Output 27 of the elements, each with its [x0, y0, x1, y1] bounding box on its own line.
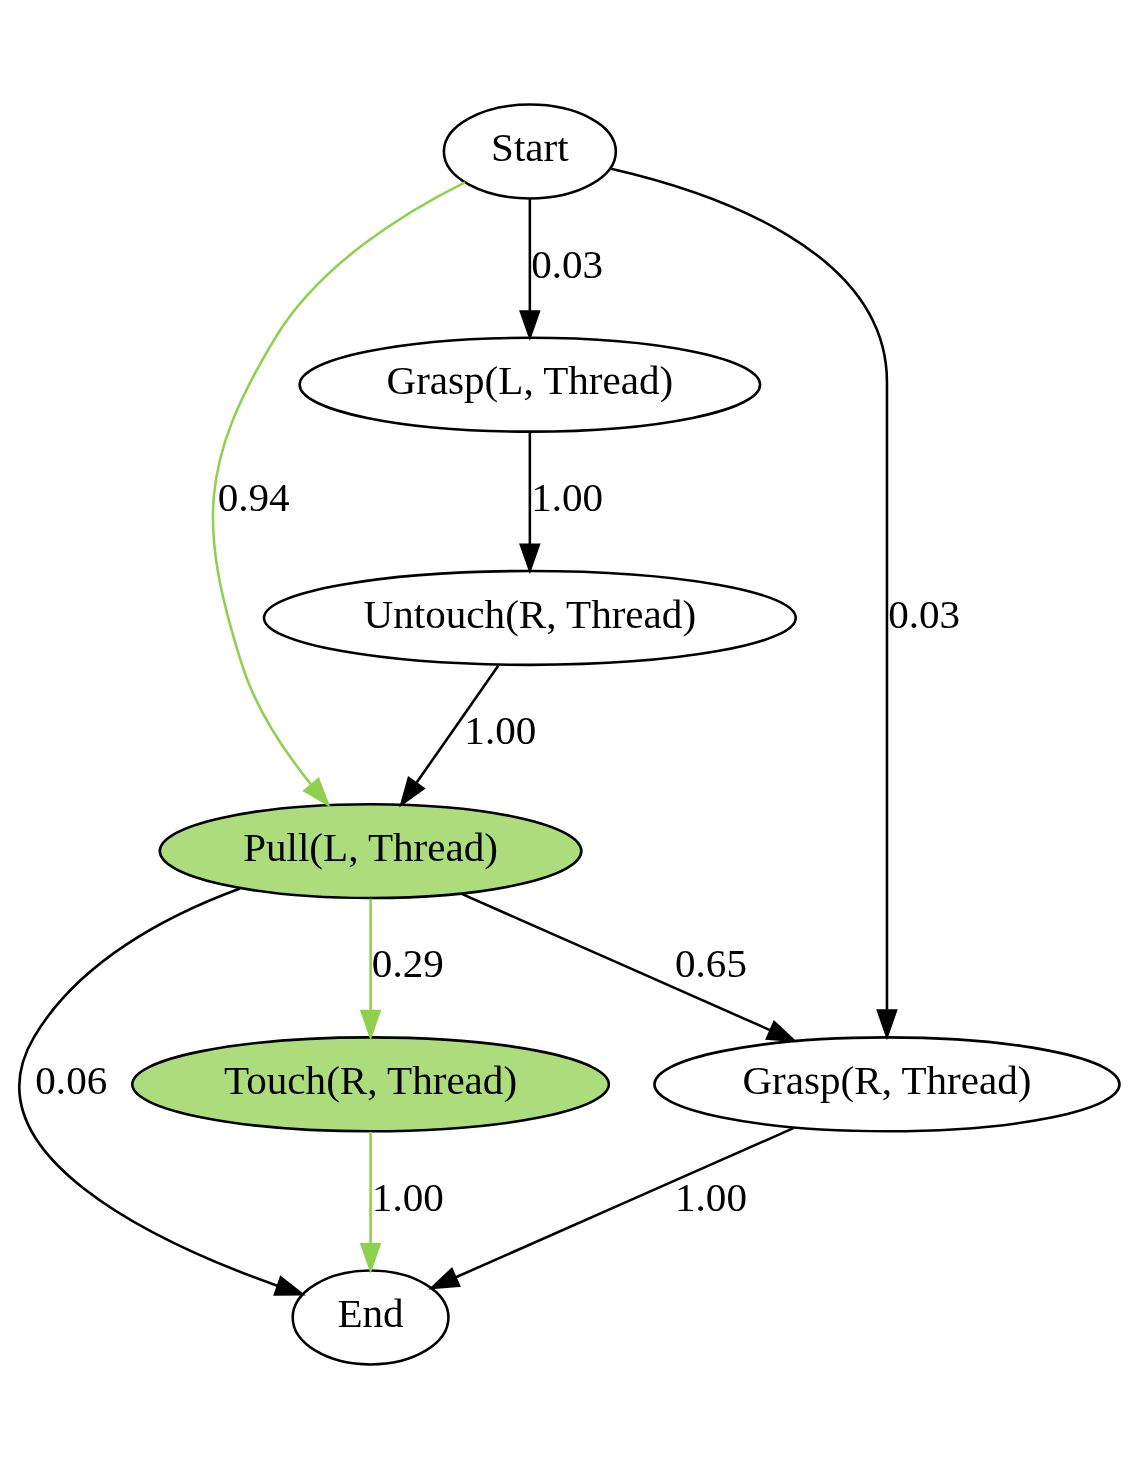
node-ellipse: Start: [442, 102, 618, 200]
edge-label: 0.65: [675, 939, 747, 986]
arrow: [18, 886, 306, 1296]
edge-label: 1.00: [464, 706, 537, 753]
edge-label: 0.06: [35, 1056, 108, 1103]
arrow: [428, 1126, 794, 1289]
edge-label: 0.03: [531, 240, 604, 287]
arrow: [359, 898, 382, 1041]
edge-label: 1.00: [675, 1173, 747, 1220]
edge-label: 0.94: [217, 473, 290, 520]
edge-label: 1.00: [531, 473, 604, 520]
edge-label: 1.00: [371, 1173, 444, 1220]
edge-label: 0.03: [888, 590, 961, 637]
edge-label: 0.29: [371, 939, 444, 986]
node-ellipse: Touch(R, Thread): [131, 1035, 611, 1133]
arrow: [519, 431, 541, 574]
arrow: [519, 198, 541, 341]
node-ellipse: Grasp(R, Thread): [653, 1035, 1121, 1133]
arrow: [211, 180, 466, 808]
arrow: [399, 664, 500, 808]
node-ellipse: End: [291, 1268, 450, 1366]
node-ellipse: Untouch(R, Thread): [262, 569, 797, 666]
arrow: [359, 1131, 382, 1274]
arrow: [461, 892, 798, 1042]
arrow: [609, 166, 898, 1040]
node-ellipse: Grasp(L, Thread): [298, 336, 762, 433]
node-ellipse: Pull(L, Thread): [158, 802, 583, 899]
